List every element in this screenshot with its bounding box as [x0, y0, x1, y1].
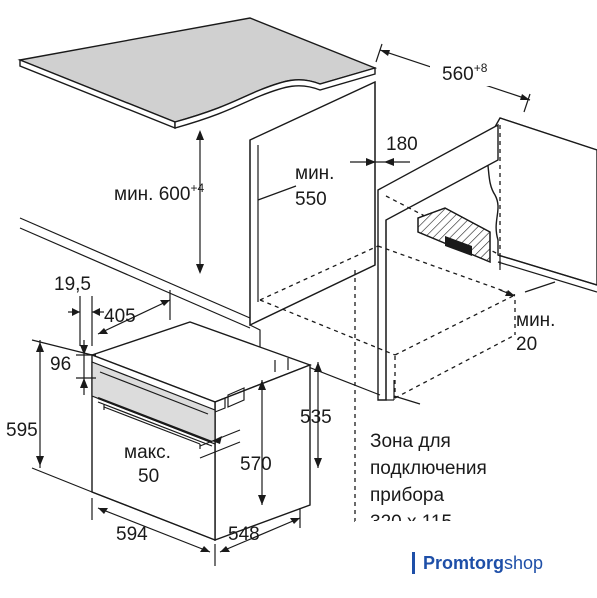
- label-405: 405: [104, 306, 136, 327]
- label-min-20-b: 20: [516, 334, 537, 355]
- cabinet-right-panel: [377, 123, 499, 401]
- zone-line-3: прибора: [370, 485, 444, 506]
- dimension-19-5: 19,5: [54, 274, 104, 346]
- dimension-max-50: макс. 50: [124, 429, 241, 487]
- label-548: 548: [228, 524, 260, 545]
- dimension-180: 180: [350, 134, 418, 166]
- label-180: 180: [386, 134, 418, 155]
- dimension-min-20: мин. 20: [499, 281, 555, 355]
- dimension-535: 535: [300, 362, 332, 468]
- label-min-600: мин. 600+4: [114, 181, 204, 205]
- label-19-5: 19,5: [54, 274, 91, 295]
- label-96: 96: [50, 354, 71, 375]
- dimension-570: 570: [240, 380, 272, 505]
- dimension-595: 595: [6, 339, 93, 493]
- label-max-50-b: 50: [138, 466, 159, 487]
- dimension-594: 594: [91, 498, 216, 566]
- right-wall: [481, 117, 597, 293]
- label-min-20-a: мин.: [516, 310, 555, 331]
- dimension-405: 405: [97, 290, 171, 335]
- dimension-560: 560+8: [375, 43, 531, 113]
- connection-zone-text: Зона для подключения прибора 320 x 115: [355, 431, 515, 535]
- floor-lines: [19, 217, 421, 405]
- zone-line-2: подключения: [370, 458, 487, 479]
- label-570: 570: [240, 454, 272, 475]
- label-min-550-b: 550: [295, 189, 327, 210]
- brand-mark-icon: [412, 552, 415, 574]
- zone-line-1: Зона для: [370, 431, 451, 452]
- dimension-min-550: мин. 550: [257, 163, 334, 210]
- dimension-min-600: мин. 600+4: [114, 130, 204, 274]
- brand-name-part1: Promtorg: [423, 552, 504, 573]
- label-594: 594: [116, 524, 148, 545]
- brand-name-part2: shop: [504, 552, 544, 573]
- label-595: 595: [6, 420, 38, 441]
- label-min-550-a: мин.: [295, 163, 334, 184]
- dimension-96: 96: [50, 340, 96, 395]
- label-560: 560+8: [442, 61, 488, 85]
- countertop: [17, 17, 378, 130]
- label-max-50-a: макс.: [124, 442, 171, 463]
- cabinet-upper: [249, 80, 376, 353]
- label-535: 535: [300, 407, 332, 428]
- connection-area: [417, 207, 491, 264]
- oven: [89, 321, 312, 542]
- dimension-548: 548: [219, 508, 301, 553]
